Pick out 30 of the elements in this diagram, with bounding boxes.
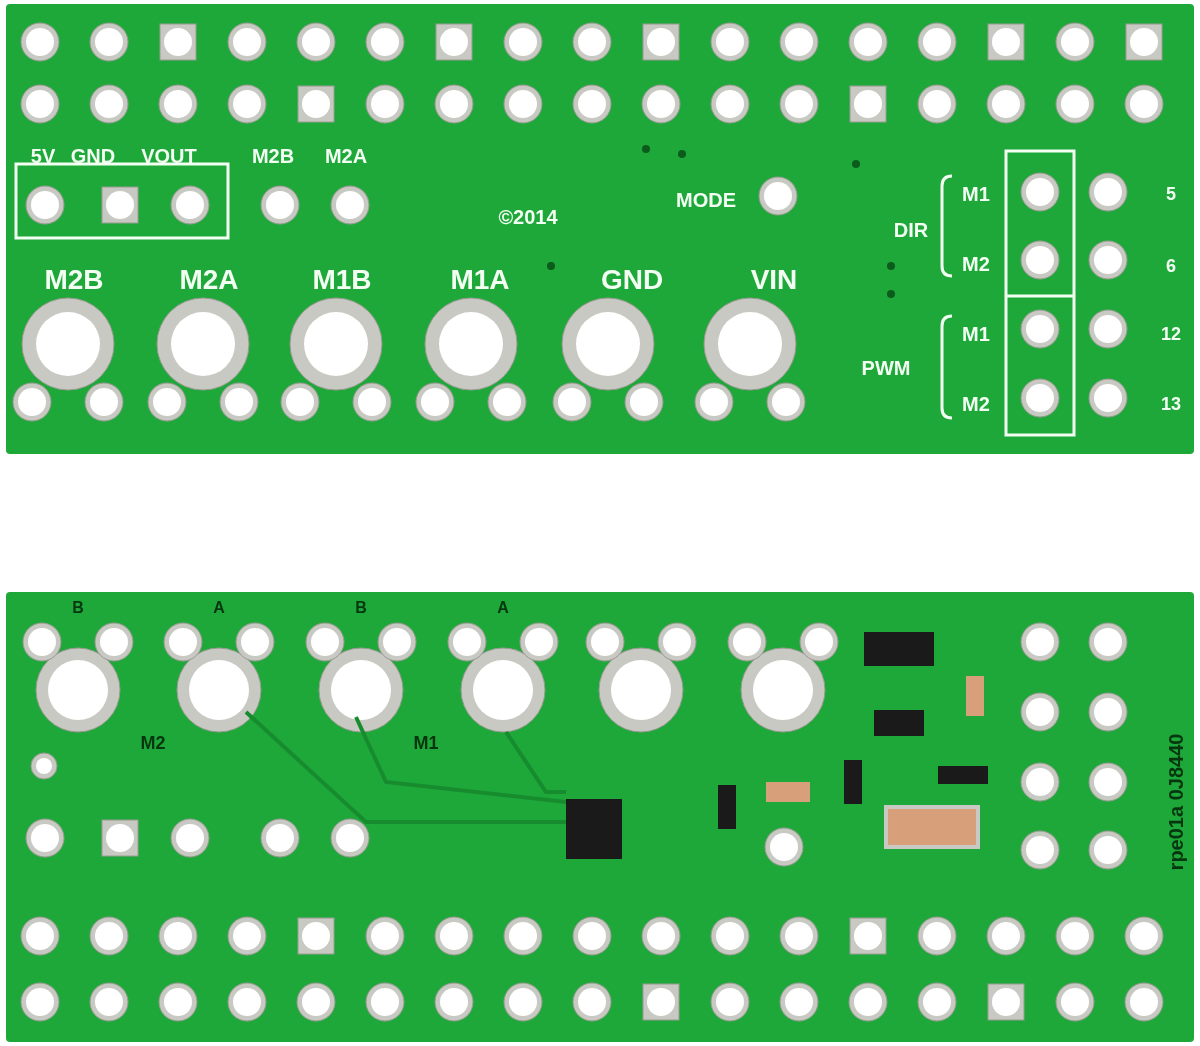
silkscreen-label: 13	[1161, 395, 1181, 413]
silkscreen-label: M2B	[251, 146, 295, 166]
silkscreen-label: M1	[413, 734, 439, 752]
silkscreen-label: VOUT	[141, 146, 197, 166]
silkscreen-label: PWM	[861, 358, 911, 378]
silkscreen-label: DIR	[893, 220, 929, 240]
silkscreen-label: A	[497, 600, 509, 616]
silkscreen-label: GND	[70, 146, 116, 166]
silkscreen-label: M2A	[179, 266, 239, 294]
silkscreen-label: ©2014	[498, 207, 558, 227]
silkscreen-label: M2	[140, 734, 166, 752]
silkscreen-label: M1	[962, 184, 990, 204]
silkscreen-label: 6	[1166, 257, 1176, 275]
silkscreen-label: 5V	[30, 146, 56, 166]
silkscreen-label: 5	[1166, 185, 1176, 203]
silkscreen-label: M2	[962, 394, 990, 414]
silkscreen-label: VIN	[750, 266, 798, 294]
silkscreen-label: A	[213, 600, 225, 616]
silkscreen-label: M1A	[450, 266, 510, 294]
silkscreen-label: B	[355, 600, 367, 616]
silkscreen-label: 12	[1161, 325, 1181, 343]
silkscreen-label: M2B	[44, 266, 104, 294]
silkscreen-label: MODE	[676, 190, 736, 210]
silkscreen-label: M2	[962, 254, 990, 274]
silkscreen-label: M1	[962, 324, 990, 344]
silkscreen-label: M1B	[312, 266, 372, 294]
silkscreen-label: B	[72, 600, 84, 616]
silkscreen-label: GND	[600, 266, 664, 294]
silkscreen-label: rpe01a 0J8440	[1166, 733, 1186, 871]
silkscreen-label: M2A	[324, 146, 368, 166]
